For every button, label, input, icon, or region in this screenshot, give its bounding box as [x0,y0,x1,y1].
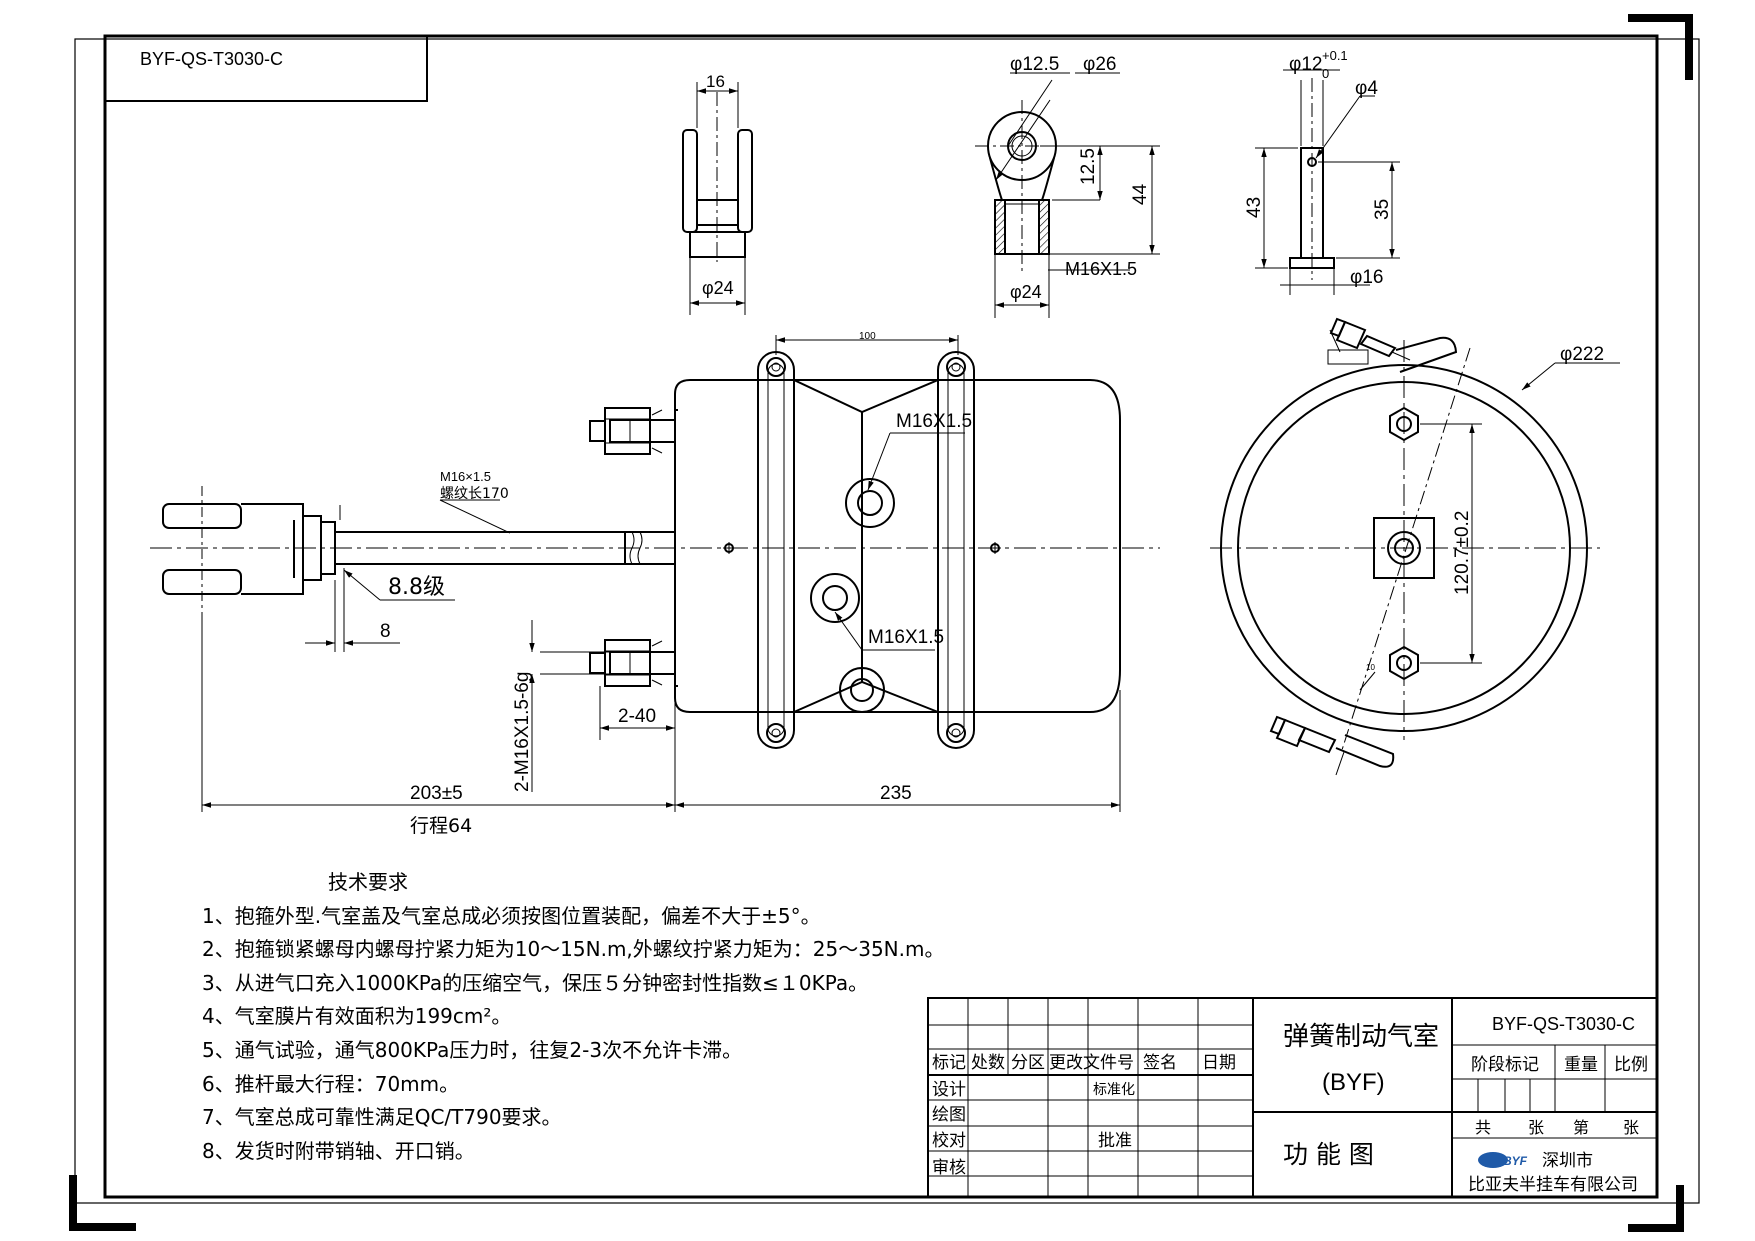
standardization-label: 标准化 [1093,1082,1135,1098]
tech-requirement-item: 4、气室膜片有效面积为199cm²。 [202,1004,512,1029]
dim-8: 8 [380,621,391,642]
header-signature: 签名 [1143,1053,1177,1073]
eye-view [975,72,1160,318]
main-view [150,335,1160,812]
tech-requirement-item: 1、抱箍外型.气室盖及气室总成必须按图位置装配，偏差不大于±5°。 [202,903,821,928]
title-block-roles: 设计 绘图 校对 审核 标准化 批准 [932,1080,1135,1178]
dim-2-40: 2-40 [618,706,656,727]
pin-head-dim: φ16 [1350,267,1383,288]
eye-total-height-dim: 44 [1130,183,1151,205]
role-proofread: 校对 [932,1131,966,1151]
tech-requirements-title: 技术要求 [328,870,408,894]
rod-thread-length-label: 螺纹长170 [440,486,509,502]
header-zone: 分区 [1011,1053,1045,1073]
clevis-view [682,82,753,315]
title-block [927,997,1658,1198]
corner-mark-bottom-left [69,1175,136,1231]
tech-requirement-item: 7、气室总成可靠性满足QC/T790要求。 [202,1105,562,1130]
eye-thread-dim: M16X1.5 [1065,259,1137,279]
technical-requirements: 技术要求 1、抱箍外型.气室盖及气室总成必须按图位置装配，偏差不大于±5°。 2… [202,866,944,1168]
company-name: 比亚夫半挂车有限公司 [1468,1175,1638,1195]
approve-label: 批准 [1098,1131,1132,1151]
header-mark: 标记 [932,1053,966,1073]
eye-outer-dim: φ26 [1083,54,1116,75]
svg-text:张: 张 [1528,1118,1544,1137]
eye-center-height-dim: 12.5 [1078,148,1099,185]
company-logo: BYF [1478,1152,1528,1168]
role-design: 设计 [932,1080,966,1100]
pin-tolerance-lower: 0 [1322,66,1329,81]
header-date: 日期 [1202,1053,1236,1073]
pin-length-dim: 43 [1244,197,1265,218]
header-count: 处数 [971,1053,1005,1073]
product-name: 弹簧制动气室 [1283,1022,1439,1052]
title-block-headers: 标记 处数 分区 更改文件号 签名 日期 [932,1053,1236,1073]
pin-hole-position-dim: 35 [1372,199,1393,220]
tech-requirement-item: 3、从进气口充入1000KPa的压缩空气，保压５分钟密封性指数≤１0KPa。 [202,970,869,995]
svg-text:第: 第 [1573,1118,1589,1137]
small-angle-dim: 10 [1366,663,1375,672]
drawing-type: 功 能 图 [1283,1140,1374,1169]
scale-label: 比例 [1614,1055,1648,1075]
pin-tolerance-upper: +0.1 [1322,48,1348,63]
svg-text:共: 共 [1475,1118,1491,1137]
pin-view [1255,69,1400,295]
end-view [1210,317,1620,776]
drawing-frame [69,14,1700,1232]
role-drafting: 绘图 [932,1105,966,1125]
stage-mark-label: 阶段标记 [1471,1055,1539,1075]
pin-hole-dim: φ4 [1355,78,1378,99]
corner-mark-bottom-right [1628,1185,1684,1232]
stroke-label: 行程64 [410,815,472,837]
tech-requirement-item: 5、通气试验，通气800KPa压力时，往复2-3次不允许卡滞。 [202,1037,743,1062]
sheet-count: 共 张 第 张 [1475,1118,1639,1137]
header-change-doc: 更改文件号 [1049,1053,1134,1073]
mount-thread-label: 2-M16X1.5-6g [512,672,533,792]
rod-thread-label: M16×1.5 [440,469,491,484]
eye-hole-dim: φ12.5 [1010,54,1059,75]
clevis-width-dim: 16 [706,72,725,91]
drawing-number-box: BYF-QS-T3030-C [104,35,428,102]
port-bottom-label: M16X1.5 [868,627,944,648]
svg-text:张: 张 [1623,1118,1639,1137]
port-top-label: M16X1.5 [896,411,972,432]
corner-mark-top-right [1628,14,1693,80]
grade-label: 8.8级 [388,575,445,600]
eye-base-dim: φ24 [1010,282,1042,302]
title-block-drawing-number: BYF-QS-T3030-C [1492,1014,1635,1034]
svg-text:BYF: BYF [1503,1154,1528,1168]
clevis-diameter-dim: φ24 [702,278,734,298]
diameter-222-dim: φ222 [1560,344,1604,365]
role-review: 审核 [932,1158,966,1178]
dim-203: 203±5 [410,783,463,804]
company-city: 深圳市 [1542,1151,1593,1171]
pin-diameter-dim: φ12 [1289,54,1322,75]
tech-requirement-item: 6、推杆最大行程：70mm。 [202,1071,460,1096]
dim-100: 100 [859,331,876,342]
dim-235: 235 [880,783,912,804]
stud-spacing-dim: 120.7±0.2 [1452,511,1473,595]
tech-requirement-item: 8、发货时附带销轴、开口销。 [202,1138,475,1163]
product-code: (BYF) [1322,1069,1385,1096]
weight-label: 重量 [1564,1055,1598,1075]
tech-requirement-item: 2、抱箍锁紧螺母内螺母拧紧力矩为10～15N.m,外螺纹拧紧力矩为：25～35N… [202,937,945,962]
drawing-number: BYF-QS-T3030-C [140,49,283,69]
